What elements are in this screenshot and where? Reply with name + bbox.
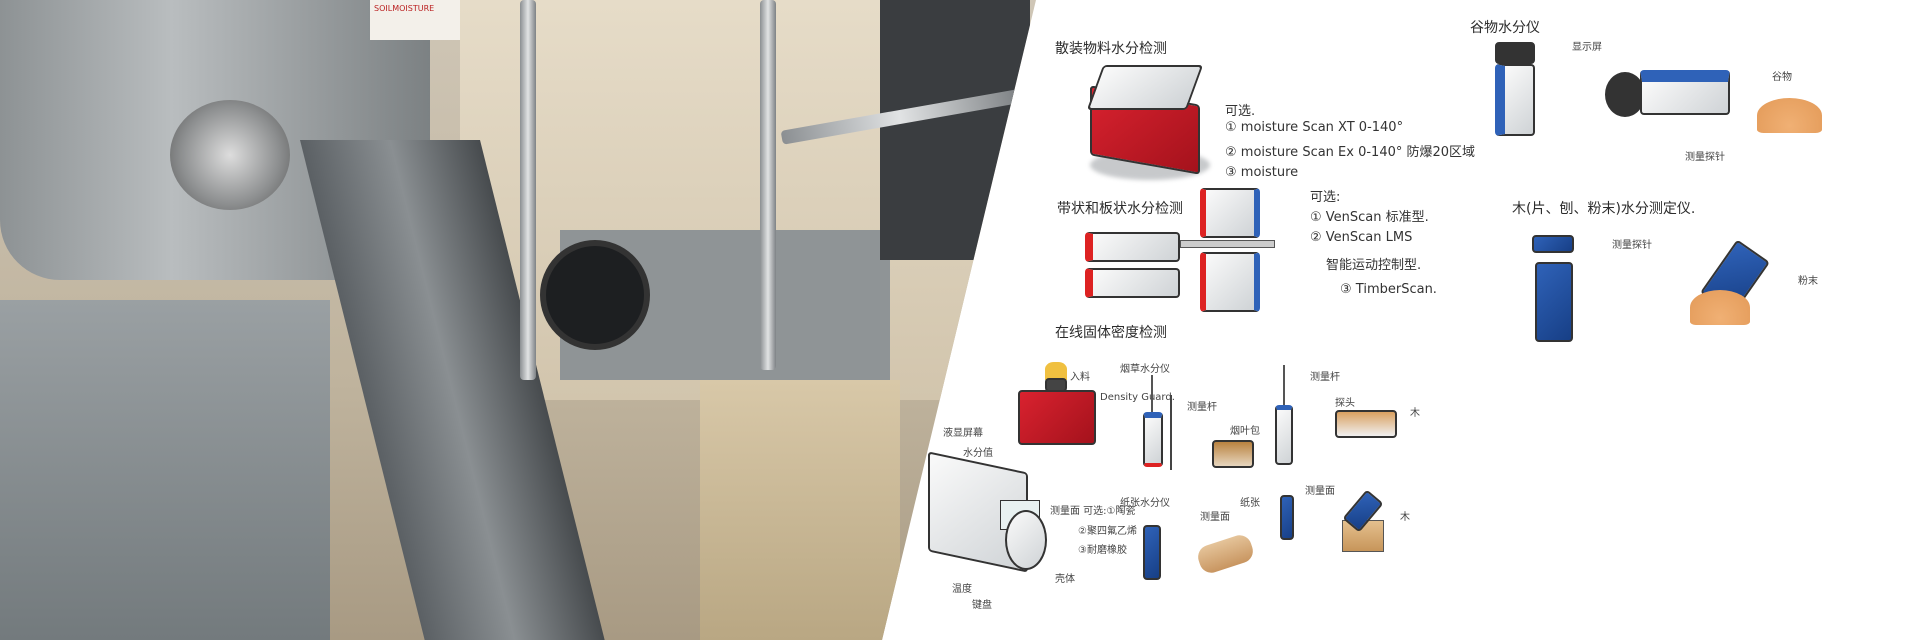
measurement-head xyxy=(1005,510,1047,570)
label: 烟叶包 xyxy=(1230,426,1260,437)
grain-title: 谷物水分仪 xyxy=(1470,20,1540,36)
inlet-material xyxy=(1045,362,1067,380)
label: 探头 xyxy=(1335,398,1355,409)
label: 木 xyxy=(1410,408,1420,419)
label: 显示屏 xyxy=(1572,42,1602,53)
warning-label: SOILMOISTURE xyxy=(370,0,460,40)
tobacco-meter xyxy=(1275,405,1293,465)
label: 谷物 xyxy=(1772,72,1792,83)
measuring-rod xyxy=(1170,395,1172,470)
label: 木 xyxy=(1400,512,1410,523)
label: 纸张 xyxy=(1240,498,1260,509)
wood-title: 木(片、刨、粉末)水分测定仪. xyxy=(1512,201,1696,217)
staircase xyxy=(0,300,330,640)
handrail-pipe xyxy=(760,0,776,370)
sensor-flange xyxy=(170,100,290,210)
paper-meter xyxy=(1280,495,1294,540)
venscan-frame xyxy=(1200,188,1260,238)
wooden-base xyxy=(700,380,900,640)
label: Density Guard. xyxy=(1100,392,1175,403)
paper-meter xyxy=(1143,525,1161,580)
label: 测量探针 xyxy=(1612,240,1652,251)
paper-roll xyxy=(1195,532,1256,576)
venscan-sensor xyxy=(1085,268,1180,298)
tobacco-meter xyxy=(1143,412,1163,467)
options-title: 可选. xyxy=(1225,104,1256,119)
label: ③耐磨橡胶 xyxy=(1078,545,1127,556)
density-guard xyxy=(1018,390,1096,445)
venscan-frame xyxy=(1200,252,1260,312)
option-item: ③ moisture xyxy=(1225,165,1299,180)
label: 粉末 xyxy=(1798,276,1818,287)
option-item: ② moisture Scan Ex 0-140° 防爆20区域 xyxy=(1225,145,1476,160)
label: 测量面 可选:①陶瓷 xyxy=(1050,506,1136,517)
label: 测量面 xyxy=(1200,512,1230,523)
handrail-pipe xyxy=(520,0,536,380)
label: 测量杆 xyxy=(1310,372,1340,383)
strip-title: 带状和板状水分检测 xyxy=(1057,201,1183,217)
option-item: ① moisture Scan XT 0-140° xyxy=(1225,120,1404,135)
wood-powder xyxy=(1690,290,1750,325)
label: 壳体 xyxy=(1055,574,1075,585)
option-item: ① VenScan 标准型. xyxy=(1310,210,1429,225)
label: 测量杆 xyxy=(1187,402,1217,413)
wood-chip-box xyxy=(1335,410,1397,438)
label: 液显屏幕 xyxy=(943,428,983,439)
venscan-sensor xyxy=(1085,232,1180,262)
wood-meter xyxy=(1535,262,1573,342)
grain-meter-lid xyxy=(1605,72,1645,117)
board xyxy=(1180,240,1275,248)
probe-cap xyxy=(1532,235,1574,253)
grain-chamber xyxy=(1640,70,1730,115)
option-item: ② VenScan LMS xyxy=(1310,230,1413,245)
density-title: 在线固体密度检测 xyxy=(1055,325,1167,341)
grain-pile xyxy=(1757,98,1822,133)
option-item: 智能运动控制型. xyxy=(1326,258,1422,273)
label: 入料 xyxy=(1070,372,1090,383)
grain-meter xyxy=(1495,64,1535,136)
tobacco-box xyxy=(1212,440,1254,468)
paper-title: 纸张水分仪 xyxy=(1120,498,1170,509)
option-item: ③ TimberScan. xyxy=(1340,282,1437,297)
tobacco-title: 烟草水分仪 xyxy=(1120,364,1170,375)
rod xyxy=(1283,365,1285,405)
black-wheel xyxy=(540,240,650,350)
industrial-photo: SOILMOISTURE xyxy=(0,0,1036,640)
grain-meter-cap xyxy=(1495,42,1535,64)
rod xyxy=(1151,375,1153,412)
label: 测量探针 xyxy=(1685,152,1725,163)
label: 温度 xyxy=(952,584,972,595)
bulk-title: 散装物料水分检测 xyxy=(1055,41,1167,57)
label: 测量面 xyxy=(1305,486,1335,497)
options-title: 可选: xyxy=(1310,190,1341,205)
label: 水分值 xyxy=(963,448,993,459)
sensor-plate xyxy=(1086,65,1204,110)
label: ②聚四氟乙烯 xyxy=(1078,526,1137,537)
label: 键盘 xyxy=(972,600,992,611)
